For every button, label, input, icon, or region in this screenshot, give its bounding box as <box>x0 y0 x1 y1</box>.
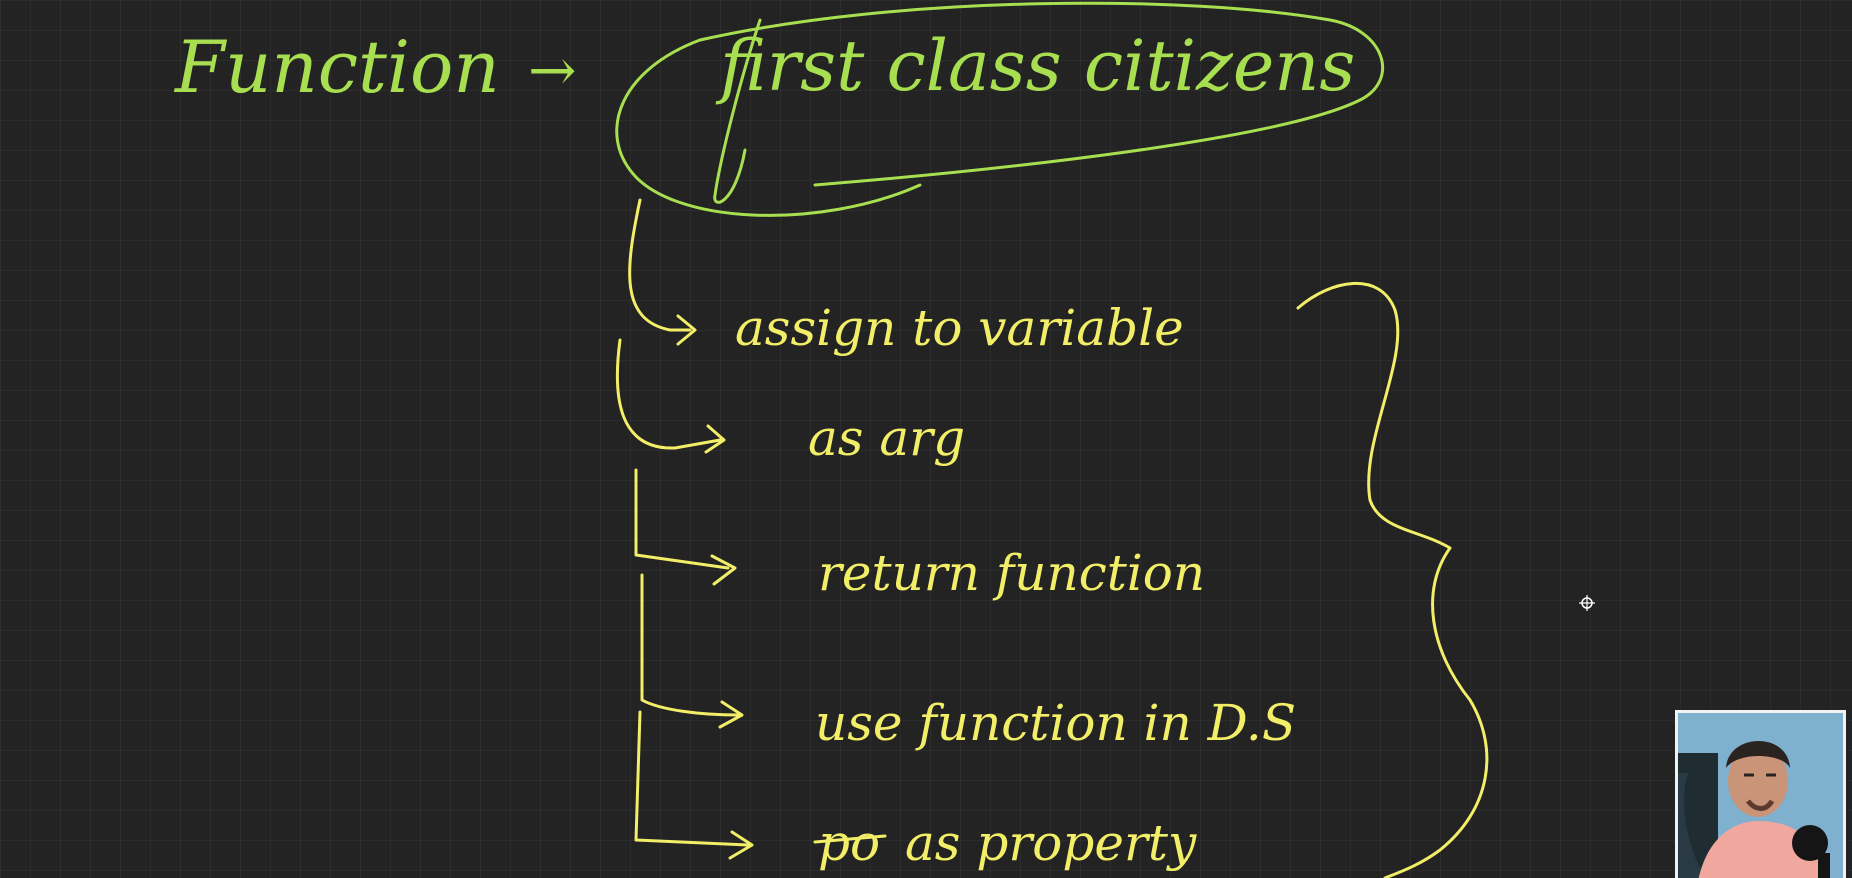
list-item-return: return function <box>818 544 1205 602</box>
f-loop <box>713 18 762 204</box>
presenter-webcam <box>1675 710 1846 878</box>
list-item-ds: use function in D.S <box>815 694 1296 752</box>
connector-1 <box>628 198 697 346</box>
list-item-assign: assign to variable <box>735 299 1184 357</box>
presenter-avatar <box>1678 713 1843 878</box>
connector-4 <box>640 573 744 729</box>
list-item-arg: as arg <box>808 409 965 467</box>
grouping-brace <box>1296 282 1489 878</box>
strike-through <box>813 834 887 844</box>
connector-2 <box>615 338 726 454</box>
circled-phrase: first class citizens <box>715 25 1355 107</box>
connector-3 <box>634 468 737 586</box>
heading-word: Function <box>173 25 500 109</box>
move-cursor-icon <box>1579 595 1595 611</box>
list-item-struck-prefix: po <box>818 814 880 872</box>
connector-5 <box>634 710 754 860</box>
heading-arrow: → <box>528 36 577 104</box>
list-item-property: as property <box>905 814 1197 872</box>
circle-outline <box>615 1 1385 217</box>
